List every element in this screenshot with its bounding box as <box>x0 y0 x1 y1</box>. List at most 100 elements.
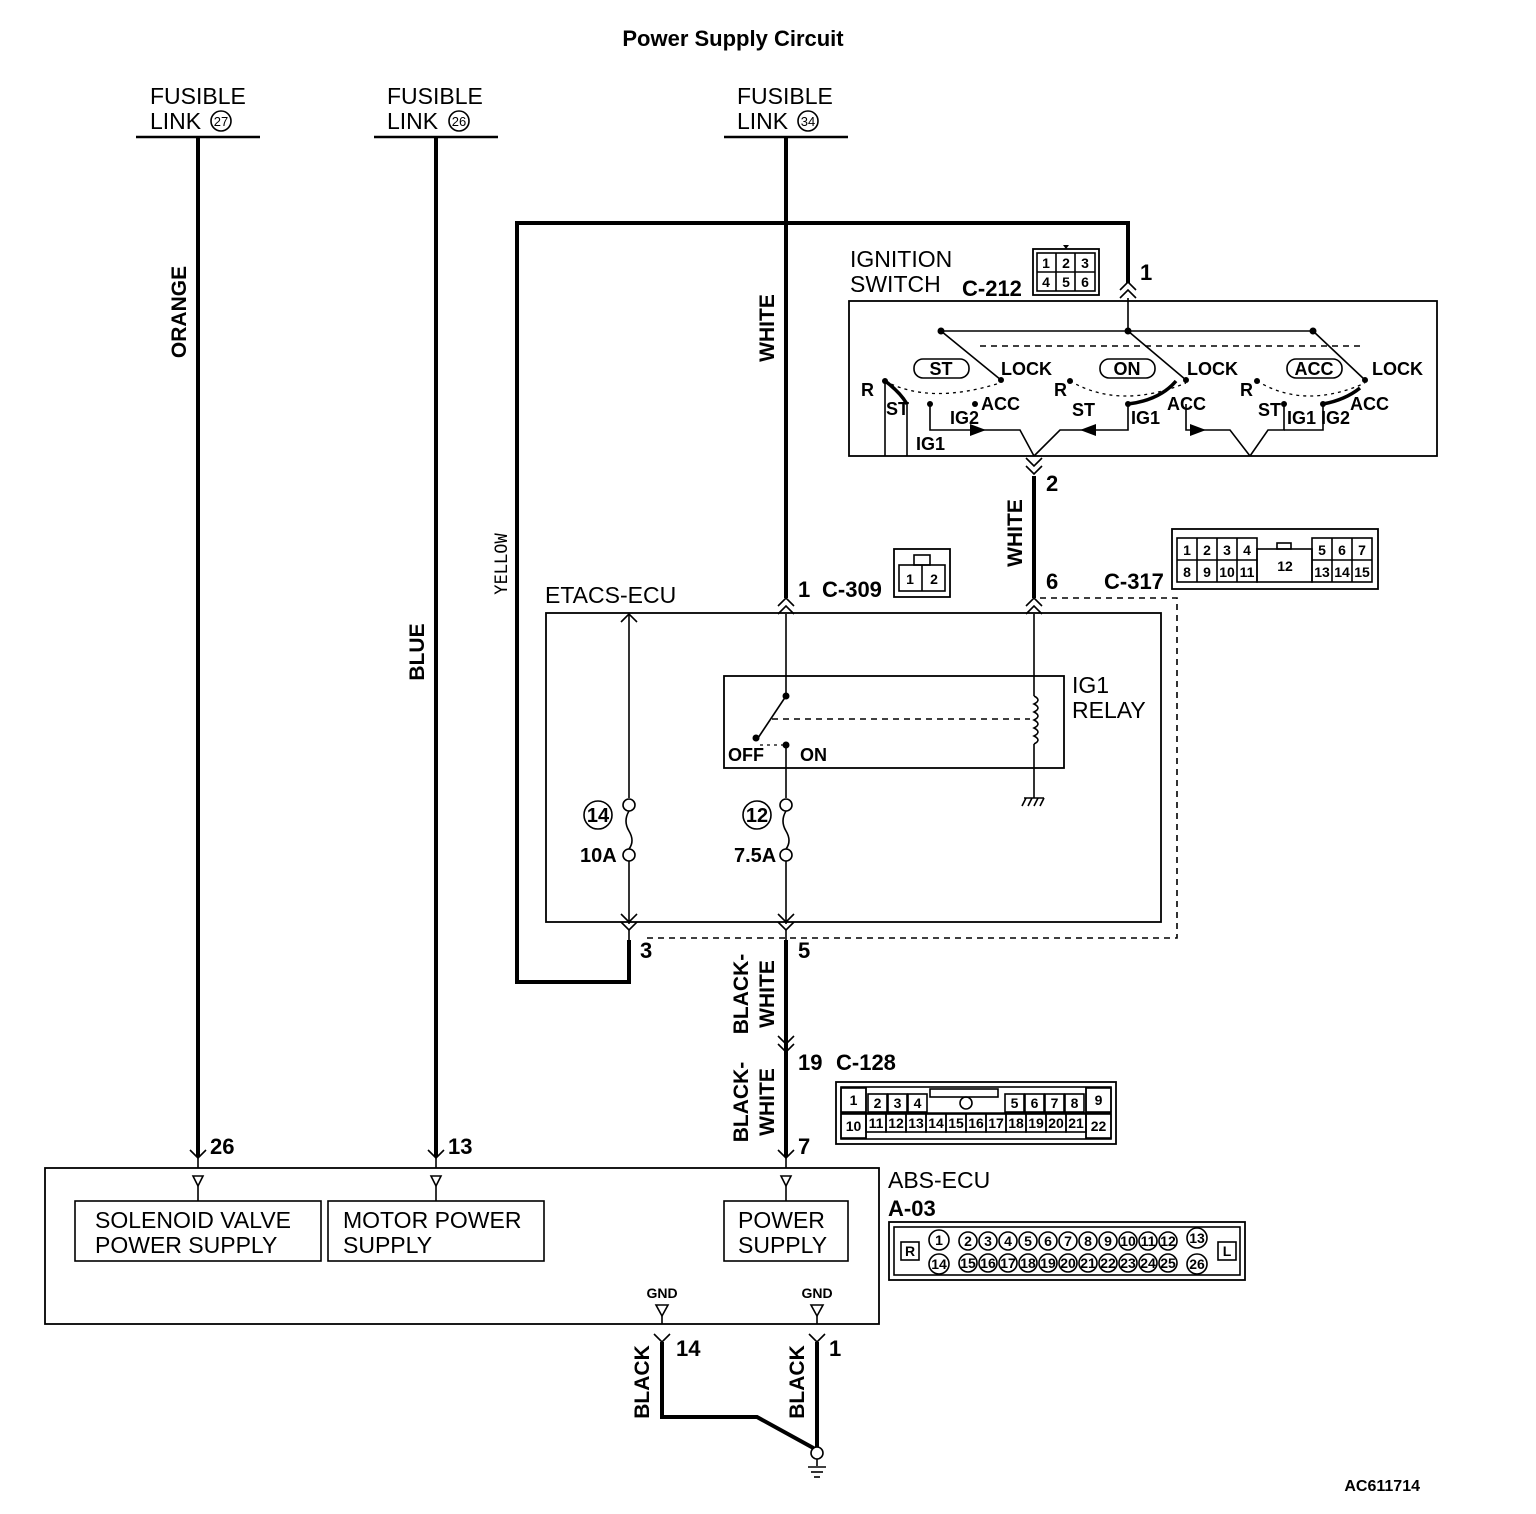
a03-pin-23: 23 <box>1120 1255 1136 1271</box>
wire-label-black-1: BLACK <box>631 1345 654 1419</box>
wire-label-bw2-line1: BLACK- <box>730 1062 753 1142</box>
solenoid-line1: SOLENOID VALVE <box>95 1207 291 1233</box>
c212-pin-1: 1 <box>1042 255 1050 271</box>
c128-label: C-128 <box>836 1050 896 1075</box>
c128-pin-3: 3 <box>894 1095 902 1111</box>
relay-ground-icon <box>1021 797 1045 807</box>
c212-connector-icon: 1 2 3 4 5 6 <box>1032 245 1100 296</box>
a03-pin-19: 19 <box>1040 1255 1056 1271</box>
gnd-label-1: GND <box>646 1285 677 1301</box>
sw3-ig1: IG1 <box>1287 408 1316 428</box>
relay-line2: RELAY <box>1072 697 1146 723</box>
sw3-ig2: IG2 <box>1321 408 1350 428</box>
ignition-pin-2: 2 <box>1046 471 1058 496</box>
a03-pin-26: 26 <box>1189 1256 1205 1272</box>
ignition-switch-line2: SWITCH <box>850 271 941 297</box>
c128-pin-17: 17 <box>988 1115 1004 1131</box>
fuse-14-rating: 10A <box>580 845 617 867</box>
abs-pin-26: 26 <box>210 1134 234 1159</box>
a03-pin-20: 20 <box>1060 1255 1076 1271</box>
abs-ground-wiring: 14 1 <box>653 1333 841 1478</box>
a03-l: L <box>1223 1243 1232 1259</box>
c128-pin-4: 4 <box>914 1095 922 1111</box>
wire-to-ignition <box>786 221 1130 283</box>
abs-pin-1: 1 <box>829 1336 841 1361</box>
fusible-link-27-num: 27 <box>214 114 228 129</box>
fusible-link-34-num: 34 <box>801 114 815 129</box>
c317-pin-5: 5 <box>1318 542 1326 558</box>
abs-box <box>44 1167 880 1325</box>
abs-pin-14: 14 <box>676 1336 701 1361</box>
c317-pin-2: 2 <box>1203 542 1211 558</box>
c212-pin-2: 2 <box>1062 255 1070 271</box>
relay-on: ON <box>800 745 827 765</box>
a03-pin-3: 3 <box>984 1233 992 1249</box>
c317-pin-3: 3 <box>1223 542 1231 558</box>
c128-pin-14: 14 <box>928 1115 944 1131</box>
sw1-ig1: IG1 <box>916 434 945 454</box>
abs-pin-13: 13 <box>448 1134 472 1159</box>
motor-power-box <box>327 1200 545 1262</box>
wire-label-white-main: WHITE <box>756 294 779 362</box>
sw3-acc: ACC <box>1350 394 1389 414</box>
wire-label-bw1-line2: WHITE <box>756 960 779 1028</box>
position-on-pill <box>1099 358 1156 379</box>
ground-icon <box>808 1459 826 1478</box>
c317-pin-11: 11 <box>1240 564 1255 580</box>
c212-pin-5: 5 <box>1062 274 1070 290</box>
relay-off: OFF <box>728 745 764 765</box>
c128-pin-21: 21 <box>1068 1115 1084 1131</box>
a03-pin-8: 8 <box>1084 1233 1092 1249</box>
a03-pin-16: 16 <box>980 1255 996 1271</box>
c317-pin-9: 9 <box>1203 564 1211 580</box>
a03-pin-6: 6 <box>1044 1233 1052 1249</box>
c128-pin-16: 16 <box>968 1115 984 1131</box>
wire-yellow <box>515 221 786 984</box>
wire-label-bw2-line2: WHITE <box>756 1068 779 1136</box>
position-st-pill <box>913 358 970 379</box>
fusible-link-26-num: 26 <box>452 114 466 129</box>
wire-label-orange: ORANGE <box>168 266 191 358</box>
lock-label-2: LOCK <box>1187 359 1238 379</box>
fusible-link-27-line1: FUSIBLE <box>150 83 246 109</box>
etacs-pin-6: 6 <box>1046 569 1058 594</box>
a03-pin-15: 15 <box>960 1255 976 1271</box>
power-supply-box <box>723 1200 849 1262</box>
pin-2-chevron <box>1025 457 1043 476</box>
c128-pin-8: 8 <box>1071 1095 1079 1111</box>
etacs-box <box>545 612 1162 923</box>
c128-pin-15: 15 <box>948 1115 964 1131</box>
c317-connector-icon: 1 2 3 4 5 6 7 8 9 10 11 12 13 14 15 <box>1171 528 1379 590</box>
fusible-link-26: FUSIBLE LINK 26 <box>374 83 498 139</box>
c128-pin-9: 9 <box>1095 1092 1103 1108</box>
a03-pin-12: 12 <box>1160 1233 1176 1249</box>
c317-pin-14: 14 <box>1334 564 1350 580</box>
c128-pin-12: 12 <box>888 1115 904 1131</box>
a03-pin-24: 24 <box>1140 1255 1156 1271</box>
c128-pin-19: 19 <box>1028 1115 1044 1131</box>
c128-pin-20: 20 <box>1048 1115 1064 1131</box>
fusible-link-34-badge <box>797 110 819 132</box>
diagram-title: Power Supply Circuit <box>622 26 844 51</box>
solenoid-line2: POWER SUPPLY <box>95 1232 277 1258</box>
abs-label: ABS-ECU <box>888 1167 990 1193</box>
pin-1-chevron <box>1119 280 1137 299</box>
etacs-pin-1: 1 <box>798 577 810 602</box>
fuse-12-num: 12 <box>746 805 768 827</box>
wire-label-blue: BLUE <box>406 623 429 680</box>
wire-label-bw1-line1: BLACK- <box>730 954 753 1034</box>
fusible-link-34-line2: LINK <box>737 108 789 134</box>
sw1-acc: ACC <box>981 394 1020 414</box>
sw2-r: R <box>1054 380 1067 400</box>
fusible-link-26-line2: LINK <box>387 108 439 134</box>
c128-pin-5: 5 <box>1011 1095 1019 1111</box>
wire-label-yellow: YELLOW <box>492 533 512 595</box>
fusible-link-34: FUSIBLE LINK 34 <box>724 83 848 139</box>
a03-pin-25: 25 <box>1160 1255 1176 1271</box>
lock-label-1: LOCK <box>1001 359 1052 379</box>
etacs-conn-c309: C-309 <box>822 577 882 602</box>
fuse-12: 12 7.5A <box>734 798 793 924</box>
power-line2: SUPPLY <box>738 1232 827 1258</box>
wire-label-white-ign: WHITE <box>1004 499 1027 567</box>
